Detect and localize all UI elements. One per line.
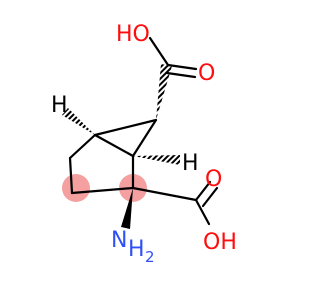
- bond-c1-c2: [68, 133, 97, 160]
- hashed-wedge-c5-h: [133, 155, 180, 165]
- bond-carboxyl-top-c-oh: [148, 36, 170, 67]
- label-right-hydroxyl: OH: [203, 230, 237, 255]
- solid-wedge-c4-amine: [121, 188, 133, 229]
- bond-carboxyl-right-c-o-b: [201, 186, 219, 208]
- label-top-carbonyl-oxygen: O: [198, 61, 215, 86]
- label-hydrogen-left: H: [51, 93, 68, 118]
- label-hydrogen-right: H: [182, 151, 199, 176]
- bond-c1-c5: [93, 133, 135, 158]
- hashed-wedge-c1-h: [62, 108, 95, 135]
- bond-c2-c3: [68, 156, 74, 195]
- bond-carboxyl-top-c-o-a: [166, 63, 198, 71]
- molecule-structure-diagram: HO O H H O OH N H 2: [51, 22, 237, 266]
- bond-carboxyl-top-c-o-b: [165, 71, 197, 79]
- label-top-hydroxyl: HO: [116, 22, 150, 47]
- label-right-carbonyl-oxygen: O: [205, 167, 222, 192]
- bond-c3-c4: [70, 186, 135, 195]
- bond-carboxyl-right-c-o-a: [194, 180, 212, 202]
- bond-c5-c6: [131, 118, 158, 158]
- bond-c4-carboxyl: [131, 186, 198, 202]
- label-amine-subscript: 2: [145, 248, 155, 266]
- label-amine-hydrogen: H: [128, 237, 145, 262]
- highlight-atom-left: [62, 174, 90, 202]
- label-amine-nitrogen: N: [111, 228, 127, 253]
- bond-c1-c6: [93, 118, 158, 137]
- bond-carboxyl-right-c-oh: [194, 198, 211, 226]
- hashed-wedge-c6-carboxyl: [156, 64, 172, 120]
